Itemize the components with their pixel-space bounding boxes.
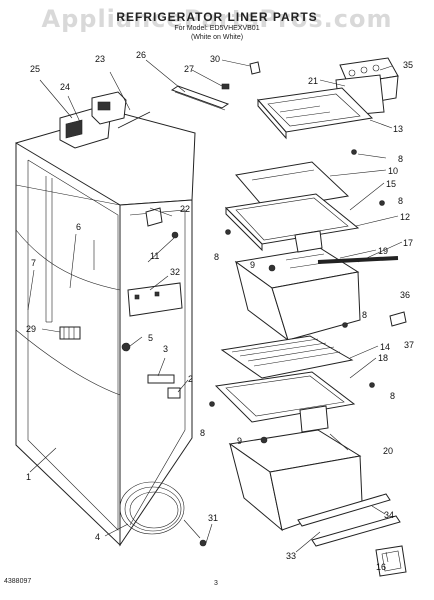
drawer-cover-part: [214, 371, 356, 423]
callout-16: 16: [376, 562, 386, 572]
callout-7: 7: [31, 258, 36, 268]
callout-31: 31: [208, 513, 218, 523]
callout-14: 14: [380, 342, 390, 352]
callout-11: 11: [150, 251, 159, 261]
callout-25: 25: [30, 64, 40, 74]
callout-4: 4: [95, 532, 100, 542]
callout-19: 19: [378, 246, 388, 256]
callout-21: 21: [308, 76, 318, 86]
tubing-coil-part: [119, 481, 201, 539]
clip-part-36: [389, 311, 407, 327]
callout-13: 13: [393, 124, 403, 134]
callout-32: 32: [170, 267, 180, 277]
callout-9b: 9: [237, 436, 242, 446]
crisper-cover-part: [224, 193, 360, 252]
button-part: [121, 342, 131, 352]
rod-part: [117, 111, 151, 129]
callout-34: 34: [384, 510, 394, 520]
crisper-drawer-part: [234, 230, 361, 342]
model-line: For Model: ED5VHEXVB01: [174, 25, 260, 32]
callout-3: 3: [163, 344, 168, 354]
callout-37: 37: [404, 340, 414, 350]
callout-15: 15: [386, 179, 396, 189]
callout-20: 20: [383, 446, 393, 456]
callout-29: 29: [26, 324, 36, 334]
callout-8e: 8: [390, 391, 395, 401]
glass-shelf-part: [257, 87, 374, 140]
clip-part-2: [167, 387, 181, 399]
callout-6: 6: [76, 222, 81, 232]
fan-housing-part: [59, 91, 127, 149]
callout-26: 26: [136, 50, 146, 60]
page-number: 3: [214, 580, 218, 587]
drawer-rail-part: [317, 256, 399, 264]
callout-8d: 8: [362, 310, 367, 320]
vent-part: [59, 326, 81, 340]
callout-24: 24: [60, 82, 70, 92]
callout-2: 2: [188, 374, 193, 384]
clip-part-3: [147, 374, 175, 384]
watermark: AppliancePartsPros.com: [41, 5, 393, 33]
callout-8a: 8: [398, 154, 403, 164]
top-rail-part: [170, 85, 230, 109]
callout-8c: 8: [214, 252, 219, 262]
liner-cabinet: [15, 112, 196, 547]
callout-36: 36: [400, 290, 410, 300]
panel-part: [127, 282, 183, 317]
callout-8f: 8: [200, 428, 205, 438]
callout-12: 12: [400, 212, 410, 222]
trim-strip-part-2: [311, 515, 401, 547]
callout-27: 27: [184, 64, 194, 74]
callout-18: 18: [378, 353, 388, 363]
callout-23: 23: [95, 54, 105, 64]
color-line: (White on White): [190, 34, 244, 41]
leader-lines: [27, 59, 403, 563]
bracket-part: [145, 207, 163, 227]
callout-30: 30: [210, 54, 220, 64]
wire-shelf-part: [220, 335, 354, 379]
screw-part: [221, 83, 230, 90]
callout-5: 5: [148, 333, 153, 343]
callout-10: 10: [388, 166, 398, 176]
callout-17: 17: [403, 238, 413, 248]
callout-numbers: 1 2 3 4 5 6 7 8 8 8 8 8 8 9 9 10 11 12 1…: [26, 50, 414, 572]
callout-9a: 9: [250, 260, 255, 270]
document-number: 4388097: [4, 578, 32, 585]
callout-1: 1: [26, 472, 31, 482]
callout-8b: 8: [398, 196, 403, 206]
callout-22: 22: [180, 204, 190, 214]
clip-part: [249, 61, 261, 75]
diagram-title: REFRIGERATOR LINER PARTS: [116, 10, 318, 24]
callout-33: 33: [286, 551, 296, 561]
trim-strip-part: [297, 493, 391, 527]
callout-35: 35: [403, 60, 413, 70]
